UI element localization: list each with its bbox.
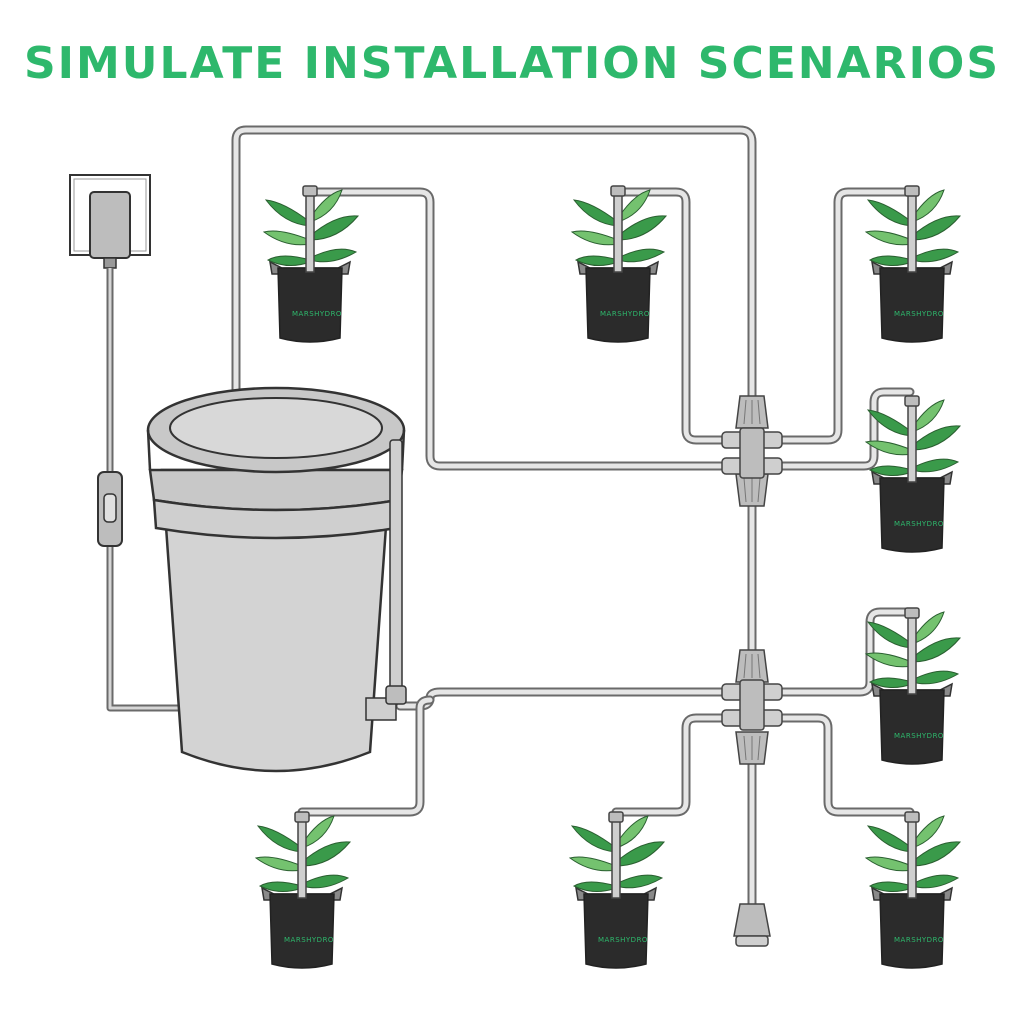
bucket-icon [146,386,407,773]
pot-brand-label: MARSHYDRO [894,520,944,528]
plant-pot-icon: MARSHYDRO [864,184,962,344]
plant-pot-icon: MARSHYDRO [864,606,962,766]
power-cord [106,268,180,712]
pot-brand-label: MARSHYDRO [292,310,342,318]
pot-brand-label: MARSHYDRO [894,732,944,740]
plant-pot-icon: MARSHYDRO [262,184,360,344]
pot-brand-label: MARSHYDRO [894,936,944,944]
plant-pot-icon: MARSHYDRO [570,184,668,344]
page-title: SIMULATE INSTALLATION SCENARIOS [23,38,1001,89]
plant-pot-icon: MARSHYDRO [568,810,666,970]
plant-pot-icon: MARSHYDRO [254,810,352,970]
plant-pot-icon: MARSHYDRO [864,810,962,970]
tube-connector-icon [721,395,783,765]
pot-brand-label: MARSHYDRO [598,936,648,944]
inline-switch-icon [97,471,123,547]
tubing-network [231,125,915,910]
end-cap-icon [733,903,771,947]
plant-pot-icon: MARSHYDRO [864,394,962,554]
pot-brand-label: MARSHYDRO [284,936,334,944]
pot-brand-label: MARSHYDRO [894,310,944,318]
pot-brand-label: MARSHYDRO [600,310,650,318]
power-adapter-icon [89,191,131,269]
